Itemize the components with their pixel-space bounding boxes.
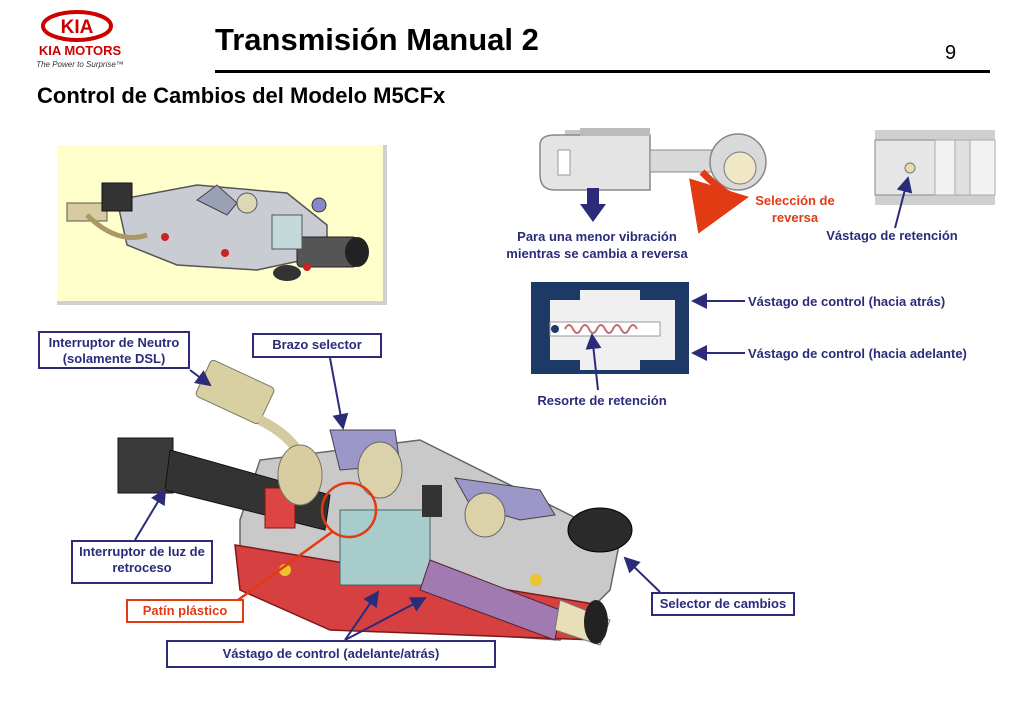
vibration-label: Para una menor vibración mientras se cam… xyxy=(506,229,688,261)
neutral-switch-callout: Interruptor de Neutro (solamente DSL) xyxy=(38,331,190,369)
shift-assembly-thumbnail xyxy=(57,145,387,305)
retention-rod-drawing xyxy=(874,130,996,205)
plastic-pad-leader xyxy=(237,530,333,602)
reverse-select-arrow xyxy=(689,169,749,234)
reverse-push-arrow xyxy=(580,188,606,222)
plastic-pad-highlight-circle xyxy=(320,481,378,539)
shift-selector-leader xyxy=(623,556,661,593)
control-rod-callout: Vástago de control (adelante/atrás) xyxy=(166,640,496,668)
header-rule xyxy=(215,70,990,73)
control-rod-back-label: Vástago de control (hacia atrás) xyxy=(748,294,946,309)
kia-logo: KIA KIA MOTORS The Power to Surprise™ xyxy=(30,8,140,70)
selector-arm-leader xyxy=(329,357,349,430)
control-rod-leader-a xyxy=(344,590,380,641)
control-rod-leader-b xyxy=(344,597,427,641)
plastic-pad-callout: Patín plástico xyxy=(126,599,244,623)
logo-mark: KIA xyxy=(61,17,94,38)
reverse-mechanism-drawing xyxy=(539,128,767,191)
control-rod-forward-label: Vástago de control (hacia adelante) xyxy=(748,346,967,361)
page-number: 9 xyxy=(945,42,957,64)
logo-company: KIA MOTORS xyxy=(39,43,122,58)
slide-subtitle: Control de Cambios del Modelo M5CFx xyxy=(37,83,446,108)
logo-tagline: The Power to Surprise™ xyxy=(36,60,124,69)
thumbnail-mechanism-drawing xyxy=(66,182,369,281)
reverse-selection-label: Selección de reversa xyxy=(755,193,835,225)
reverse-light-switch-leader xyxy=(134,488,167,541)
selector-arm-callout: Brazo selector xyxy=(252,333,382,358)
retention-spring-label: Resorte de retención xyxy=(537,393,667,408)
shift-selector-callout: Selector de cambios xyxy=(651,592,795,616)
control-rod-detail-drawing xyxy=(531,282,689,374)
reverse-light-switch-callout: Interruptor de luz de retroceso xyxy=(71,540,213,584)
retention-rod-label: Vástago de retención xyxy=(826,228,958,243)
neutral-switch-leader xyxy=(189,369,212,387)
page-title: Transmisión Manual 2 xyxy=(215,22,539,57)
retention-rod-leader xyxy=(894,176,913,229)
main-shift-mechanism-drawing xyxy=(117,359,633,646)
retention-spring-leader xyxy=(585,333,602,391)
